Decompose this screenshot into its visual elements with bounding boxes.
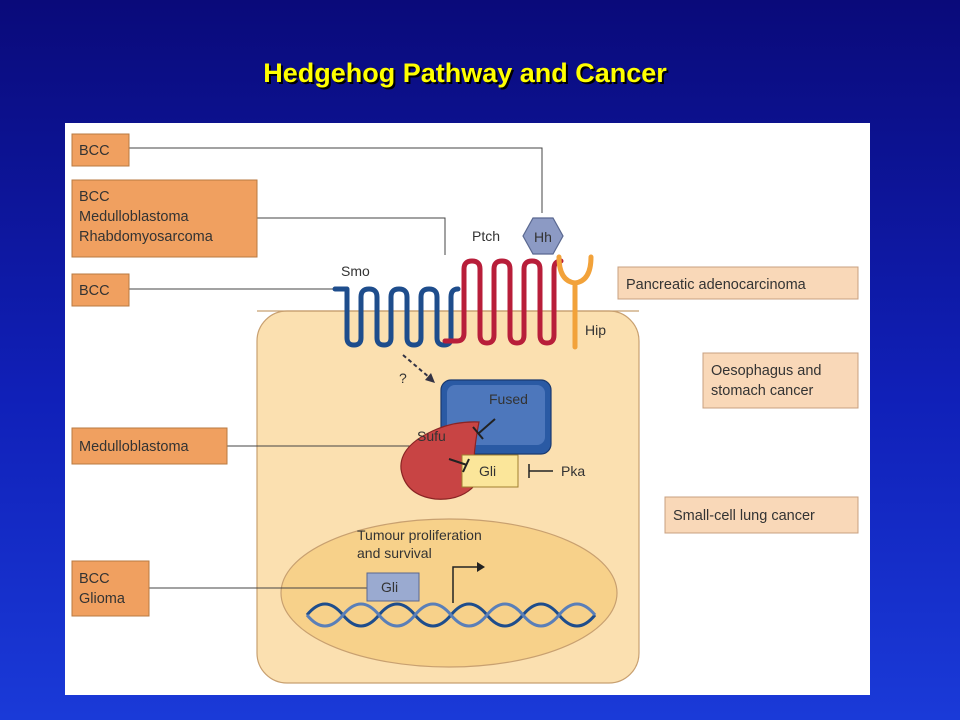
hh-ligand <box>522 217 564 255</box>
hh-label: Hh <box>534 229 552 245</box>
fused-inhibit-line <box>478 418 496 434</box>
gli-cytoplasm <box>461 454 519 488</box>
transcription-arrowhead <box>477 562 485 572</box>
left-box-2-text-2: Medulloblastoma <box>79 209 190 225</box>
right-box-3: Small-cell lung cancer <box>664 496 859 534</box>
left-box-5: BCC Glioma <box>71 560 150 617</box>
transcription-arrow <box>452 566 479 603</box>
right-box-2-text-2: stomach cancer <box>711 383 814 399</box>
ptch-receptor <box>442 258 564 346</box>
signal-arrow <box>402 354 431 379</box>
pathway-figure: BCC BCC Medulloblastoma Rhabdomyosarcoma… <box>65 123 870 695</box>
left-box-1: BCC <box>71 133 130 167</box>
smo-receptor <box>332 286 461 348</box>
left-box-1-text: BCC <box>79 143 110 159</box>
connector-ptch <box>257 217 446 255</box>
left-box-2-text-1: BCC <box>79 189 110 205</box>
pathway-diagram: BCC BCC Medulloblastoma Rhabdomyosarcoma… <box>71 133 859 684</box>
question-mark: ? <box>399 370 407 386</box>
left-box-4: Medulloblastoma <box>71 427 228 465</box>
left-box-3-text: BCC <box>79 283 110 299</box>
sufu-inhibit-line <box>448 458 468 466</box>
nucleus-text-1: Tumour proliferation <box>357 527 482 543</box>
left-box-5-text-2: Glioma <box>79 591 126 607</box>
left-box-4-text: Medulloblastoma <box>79 439 190 455</box>
pka-label: Pka <box>561 463 585 479</box>
fused-label: Fused <box>489 391 528 407</box>
nucleus-text-2: and survival <box>357 545 432 561</box>
sufu-label: Sufu <box>417 428 446 444</box>
right-box-3-text: Small-cell lung cancer <box>673 508 815 524</box>
gli-cytoplasm-label: Gli <box>479 463 496 479</box>
left-box-3: BCC <box>71 273 130 307</box>
gli-nucleus <box>366 572 420 602</box>
slide-title: Hedgehog Pathway and Cancer <box>263 58 667 88</box>
left-box-2-text-3: Rhabdomyosarcoma <box>79 229 214 245</box>
right-box-2-text-1: Oesophagus and <box>711 363 821 379</box>
gli-nucleus-label: Gli <box>381 579 398 595</box>
nucleus <box>280 518 618 668</box>
ptch-label: Ptch <box>472 228 500 244</box>
right-box-2: Oesophagus and stomach cancer <box>702 352 859 409</box>
left-box-5-text-1: BCC <box>79 571 110 587</box>
connector-lines <box>129 147 543 589</box>
hip-receptor <box>556 254 594 350</box>
signal-arrowhead <box>425 373 435 383</box>
smo-label: Smo <box>341 263 370 279</box>
hip-label: Hip <box>585 322 606 338</box>
sufu-inhibit-bar <box>462 458 470 473</box>
right-box-1: Pancreatic adenocarcinoma <box>617 266 859 300</box>
right-box-1-text: Pancreatic adenocarcinoma <box>626 277 807 293</box>
left-box-2: BCC Medulloblastoma Rhabdomyosarcoma <box>71 179 258 258</box>
fused-inhibit-bar <box>472 426 484 440</box>
dna-helix <box>305 602 597 628</box>
connector-bcc-hh <box>129 147 543 213</box>
dna-strand-2 <box>305 602 597 628</box>
